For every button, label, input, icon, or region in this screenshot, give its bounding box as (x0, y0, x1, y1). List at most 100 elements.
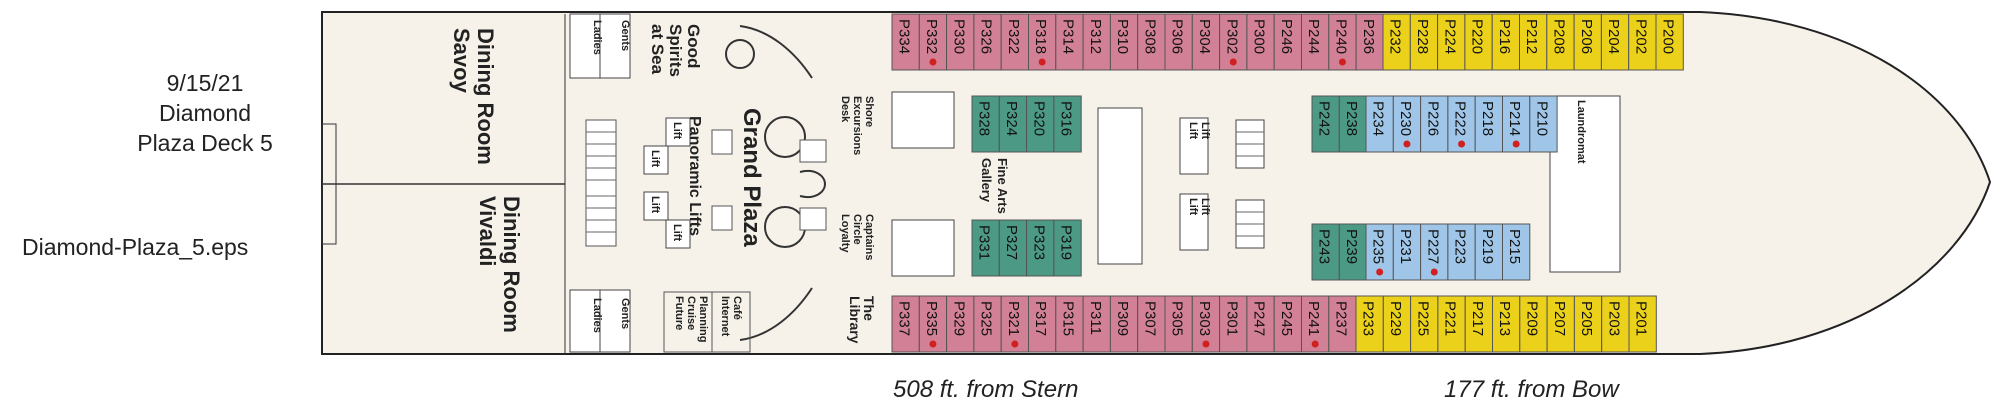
cabin-p225[interactable]: P225 (1410, 295, 1439, 353)
cabin-p322[interactable]: P322 (1000, 13, 1030, 71)
cabin-p324[interactable]: P324 (998, 95, 1028, 153)
cabin-p335[interactable]: P335 (918, 295, 948, 353)
cabin-p314[interactable]: P314 (1055, 13, 1084, 71)
gents-bottom: Gents (619, 298, 631, 329)
cabin-p318[interactable]: P318 (1028, 13, 1057, 71)
cabin-p212[interactable]: P212 (1519, 13, 1548, 71)
cabin-p237[interactable]: P237 (1328, 295, 1357, 353)
cabin-label: P302 (1223, 19, 1240, 54)
cabin-p209[interactable]: P209 (1519, 295, 1548, 353)
cabin-p317[interactable]: P317 (1028, 295, 1057, 353)
cabin-p312[interactable]: P312 (1082, 13, 1111, 71)
cabin-label: P332 (923, 19, 940, 54)
cabin-p203[interactable]: P203 (1601, 295, 1630, 353)
cabin-p215[interactable]: P215 (1502, 223, 1531, 281)
cabin-p200[interactable]: P200 (1655, 13, 1684, 71)
cabin-p202[interactable]: P202 (1628, 13, 1657, 71)
cabin-p206[interactable]: P206 (1573, 13, 1602, 71)
cabin-p315[interactable]: P315 (1055, 295, 1084, 353)
cabin-p238[interactable]: P238 (1338, 95, 1368, 153)
cabin-p327[interactable]: P327 (998, 219, 1028, 277)
cabin-p219[interactable]: P219 (1474, 223, 1503, 281)
cabin-p321[interactable]: P321 (1000, 295, 1030, 353)
cabin-p204[interactable]: P204 (1600, 13, 1630, 71)
cabin-p214[interactable]: P214 (1502, 95, 1531, 153)
cabin-p301[interactable]: P301 (1219, 295, 1248, 353)
distance-from-stern: 508 ft. from Stern (893, 376, 1079, 403)
cabin-label: P331 (976, 225, 993, 260)
cabin-p227[interactable]: P227 (1420, 223, 1449, 281)
cabin-p217[interactable]: P217 (1464, 295, 1493, 353)
cabin-p304[interactable]: P304 (1191, 13, 1221, 71)
cabin-p218[interactable]: P218 (1474, 95, 1503, 153)
cabin-p325[interactable]: P325 (973, 295, 1002, 353)
cabin-p235[interactable]: P235 (1365, 223, 1394, 281)
cabin-p239[interactable]: P239 (1338, 223, 1368, 281)
shore-1: Shore (863, 96, 875, 127)
cabin-p319[interactable]: P319 (1053, 219, 1082, 277)
cabin-p226[interactable]: P226 (1420, 95, 1449, 153)
cabin-p305[interactable]: P305 (1164, 295, 1193, 353)
cabin-p221[interactable]: P221 (1437, 295, 1466, 353)
cabin-label: P246 (1278, 19, 1295, 54)
cabin-p229[interactable]: P229 (1382, 295, 1412, 353)
cabin-p307[interactable]: P307 (1137, 295, 1166, 353)
cabin-p323[interactable]: P323 (1026, 219, 1055, 277)
cabin-p210[interactable]: P210 (1529, 95, 1558, 153)
cabin-p236[interactable]: P236 (1355, 13, 1384, 71)
cabin-label: P216 (1496, 19, 1513, 54)
cabin-p234[interactable]: P234 (1365, 95, 1394, 153)
cabin-p334[interactable]: P334 (891, 13, 920, 71)
cabin-p220[interactable]: P220 (1464, 13, 1493, 71)
cabin-p240[interactable]: P240 (1328, 13, 1357, 71)
cabin-p223[interactable]: P223 (1447, 223, 1476, 281)
cabin-p308[interactable]: P308 (1137, 13, 1166, 71)
cabin-p306[interactable]: P306 (1164, 13, 1193, 71)
cabin-p330[interactable]: P330 (946, 13, 975, 71)
cabin-p326[interactable]: P326 (973, 13, 1002, 71)
cabin-p242[interactable]: P242 (1311, 95, 1340, 153)
cabin-p245[interactable]: P245 (1273, 295, 1302, 353)
cabin-p247[interactable]: P247 (1246, 295, 1275, 353)
cabin-p320[interactable]: P320 (1026, 95, 1055, 153)
cabin-label: P200 (1660, 19, 1677, 54)
cabin-p216[interactable]: P216 (1491, 13, 1520, 71)
cabin-label: P326 (978, 19, 995, 54)
cabin-p337[interactable]: P337 (891, 295, 920, 353)
cabin-p232[interactable]: P232 (1382, 13, 1411, 71)
cabin-label: P316 (1058, 101, 1075, 136)
cabin-p233[interactable]: P233 (1355, 295, 1384, 353)
cabin-p300[interactable]: P300 (1246, 13, 1275, 71)
cabin-label: P221 (1442, 301, 1459, 336)
cabin-p246[interactable]: P246 (1273, 13, 1302, 71)
cabin-p230[interactable]: P230 (1392, 95, 1422, 153)
cabin-p316[interactable]: P316 (1053, 95, 1082, 153)
cabin-p241[interactable]: P241 (1301, 295, 1330, 353)
cabin-label: P201 (1633, 301, 1650, 336)
cabin-p303[interactable]: P303 (1191, 295, 1221, 353)
cabin-p231[interactable]: P231 (1392, 223, 1422, 281)
cabin-p332[interactable]: P332 (918, 13, 948, 71)
cabin-label: P335 (923, 301, 940, 336)
cabin-p244[interactable]: P244 (1301, 13, 1330, 71)
cabin-p328[interactable]: P328 (971, 95, 1000, 153)
cabin-p329[interactable]: P329 (946, 295, 975, 353)
cabin-p311[interactable]: P311 (1082, 295, 1111, 353)
cabin-p228[interactable]: P228 (1409, 13, 1439, 71)
cabin-p201[interactable]: P201 (1628, 295, 1657, 353)
cabin-p309[interactable]: P309 (1109, 295, 1139, 353)
cabin-p243[interactable]: P243 (1311, 223, 1340, 281)
cabin-p208[interactable]: P208 (1546, 13, 1575, 71)
cabin-p302[interactable]: P302 (1219, 13, 1248, 71)
cabin-p207[interactable]: P207 (1546, 295, 1575, 353)
cabin-p331[interactable]: P331 (971, 219, 1000, 277)
cabin-p224[interactable]: P224 (1437, 13, 1466, 71)
cabin-p213[interactable]: P213 (1492, 295, 1521, 353)
future-3: Planning (697, 296, 709, 342)
cabin-p310[interactable]: P310 (1109, 13, 1139, 71)
cabin-p205[interactable]: P205 (1573, 295, 1603, 353)
cabin-label: P229 (1387, 301, 1404, 336)
cabin-p222[interactable]: P222 (1447, 95, 1476, 153)
cabin-label: P235 (1370, 229, 1387, 264)
